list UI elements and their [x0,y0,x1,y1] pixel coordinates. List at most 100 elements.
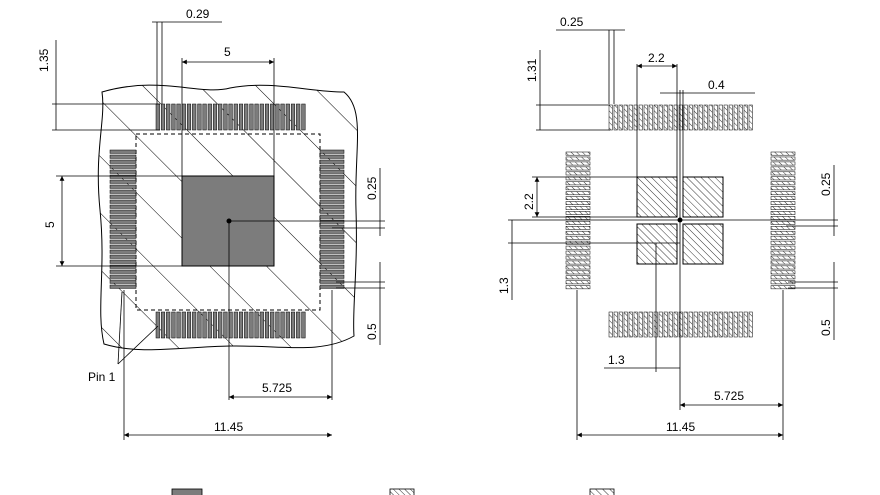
pad-bottom [623,311,628,338]
center-pad-tl [636,176,678,218]
pad-left [565,201,591,205]
pin-top [186,103,192,131]
pin-left [109,174,137,179]
legend-swatch-hatch-dense [589,488,615,495]
pad-right [770,206,796,210]
pin-top [270,103,275,131]
pad-right [770,181,796,186]
pin-left [109,179,137,184]
pin-right [319,219,345,224]
pad-right [770,250,796,255]
pad-top [638,104,643,131]
pad-left [565,161,591,166]
pad-right [770,191,796,196]
pad-right [770,245,796,250]
dim-pin-pitch: 0.25 [365,176,379,200]
pad-right [770,265,796,270]
pin-bottom [171,311,176,339]
pin-bottom [212,311,218,339]
pin-left [109,209,137,214]
pad-left [565,216,591,220]
pad-top [623,104,628,131]
pad-bottom [718,311,723,338]
pin-bottom [301,311,306,339]
dim-col-offset: 1.3 [608,353,625,367]
dim-half-width-right: 5.725 [714,389,744,403]
pin-top [228,103,233,131]
pin-left [109,219,137,224]
pin-left [109,149,137,154]
dim-grid-gap: 0.4 [708,78,725,92]
pad-right [770,151,796,156]
center-pad-bl [636,223,678,265]
pad-right [770,201,796,205]
pad-top [618,104,623,131]
left-view: 0.29 5 1.35 5 0.25 0.5 5.725 11.45 Pin 1 [37,7,385,440]
pad-left [565,235,591,240]
pad-bottom [698,311,703,338]
pad-right [770,255,796,260]
pad-left [565,245,591,250]
pad-top [663,104,668,131]
pin-top [197,103,202,131]
pad-left [565,226,591,230]
pad-left [565,265,591,270]
pin-right [319,194,345,199]
pin-top [244,103,249,131]
pin-right [319,244,345,249]
pad-right [770,221,796,225]
pin-bottom [249,311,254,339]
dim-overall-width: 11.45 [214,420,243,434]
pin-right [319,189,345,194]
pin-left [109,184,137,189]
pin-left [109,264,137,269]
pin-left [109,244,137,249]
pin-left [109,154,137,159]
pin-left [109,259,137,264]
pin-left [109,204,137,209]
pad-left [565,230,591,235]
dim-half-width: 5.725 [262,381,292,395]
pin-right [319,234,345,239]
pin-left [109,159,137,164]
pad-bottom [668,311,673,338]
pad-bottom [618,311,623,338]
pad-bottom [708,311,713,338]
pin-top [176,103,181,131]
pad-right [770,211,796,215]
dim-top-offset: 1.35 [37,48,51,72]
pad-top [688,104,693,131]
pad-top [608,104,613,131]
pin-right [319,159,345,164]
pin-bottom [233,311,238,339]
pin-left [109,269,137,274]
pin-left [109,284,137,289]
dim-center-height: 5 [43,221,57,228]
pin-top [212,103,218,131]
pad-top [708,104,713,131]
pin-top [259,103,264,131]
pad-right [770,235,796,240]
pin-top [233,103,238,131]
pad-top [723,104,728,131]
pad-bottom [658,311,663,338]
left-view-pins [109,103,345,339]
pad-top [698,104,703,131]
pad-right [770,230,796,235]
pad-bottom [748,311,753,338]
dim-pad-spacing: 0.5 [819,319,833,336]
pad-bottom [628,311,633,338]
dim-overall-width-right: 11.45 [666,420,695,434]
pad-top [713,104,718,131]
right-view-pads [565,104,796,338]
right-view: 0.25 2.2 0.4 1.31 2.2 1.3 1.3 0.25 0.5 5… [497,15,838,440]
pin-left [109,224,137,229]
pin-bottom [270,311,275,339]
pin-bottom [280,311,285,339]
pin-top [160,103,166,131]
pin-bottom [244,311,249,339]
pin-bottom [197,311,202,339]
pin-right [319,274,345,279]
pad-bottom [633,311,638,338]
